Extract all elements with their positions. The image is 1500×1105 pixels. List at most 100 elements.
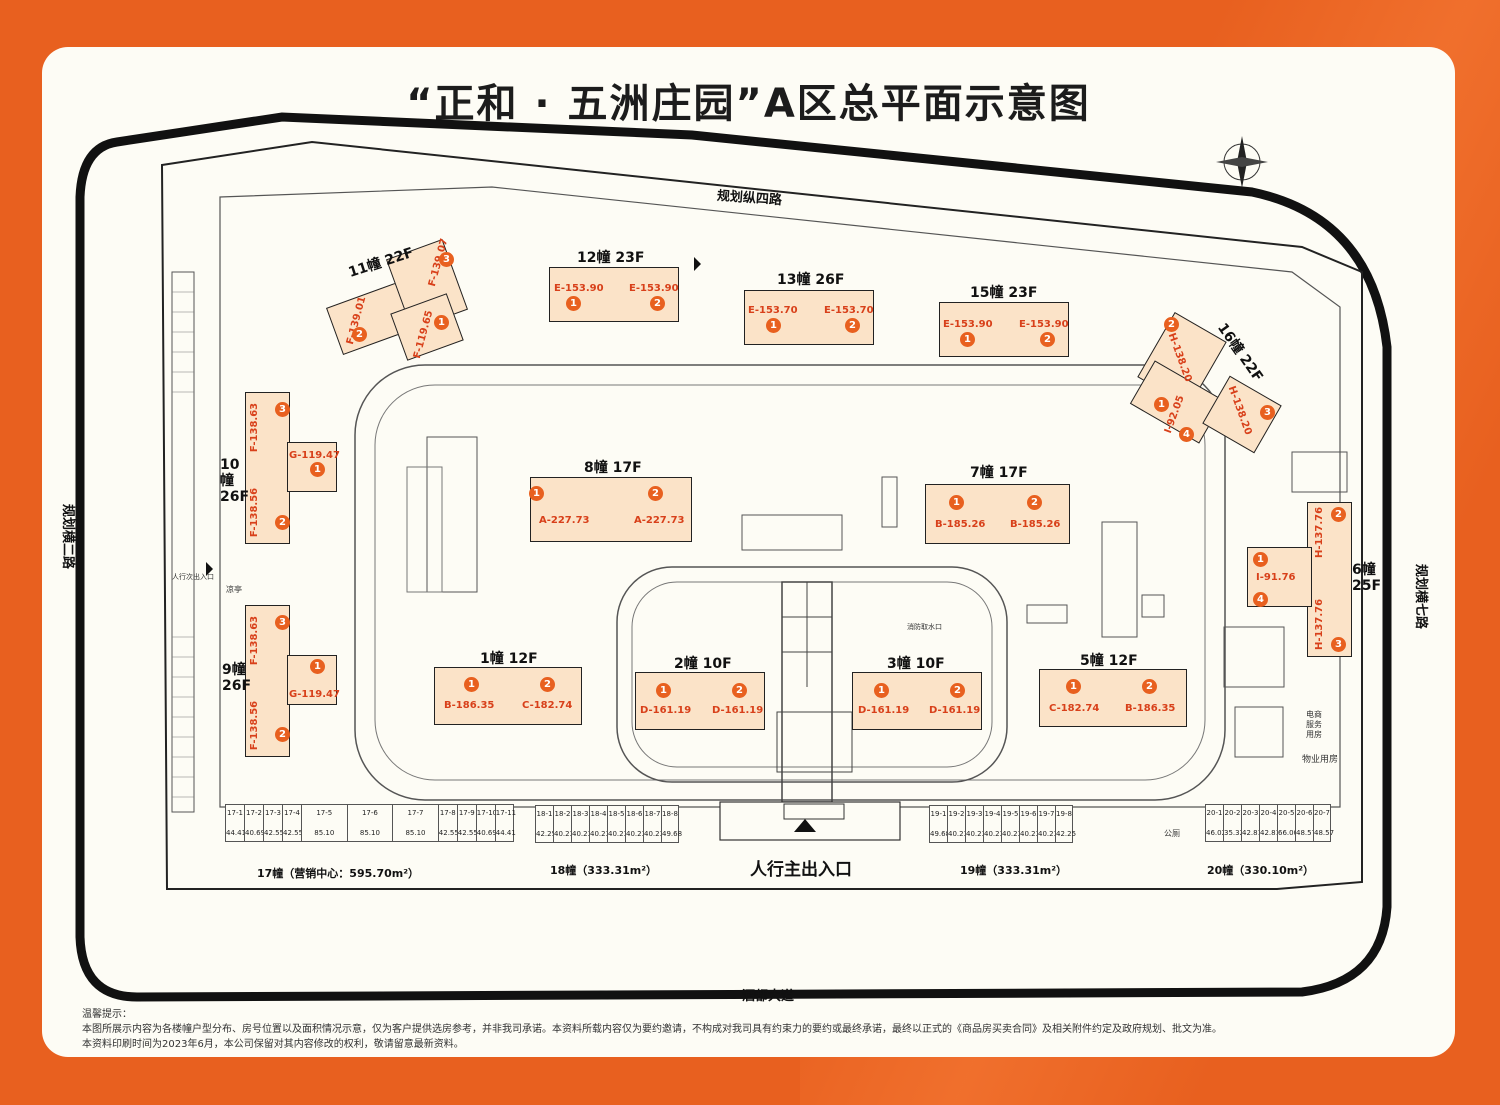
shop-unit-code: 19-6	[1020, 810, 1037, 818]
shop-unit-area: 40.23	[1038, 830, 1059, 838]
site-plan-lines	[75, 112, 1392, 1002]
building-8[interactable]	[530, 477, 692, 542]
building-8-unit-1: A-227.73	[539, 515, 590, 526]
building-15-name: 15幢 23F	[970, 285, 1038, 301]
building-6[interactable]	[1307, 502, 1352, 657]
main-entrance-label: 人行主出入口	[750, 860, 852, 880]
unit-badge: 1	[1154, 397, 1169, 412]
shop-unit-area: 44.41	[226, 829, 247, 837]
shop-unit-area: 48.57	[1296, 829, 1317, 837]
building-5-unit-2: B-186.35	[1125, 703, 1176, 714]
shop-unit-area: 85.10	[405, 829, 426, 837]
map-card: “正和 · 五洲庄园”A区总平面示意图	[42, 47, 1455, 1057]
shop-unit-area: 40.23	[966, 830, 987, 838]
building-10-unit-2: G-119.47	[289, 450, 340, 461]
shop-unit[interactable]: 19-6 40.23	[1019, 805, 1041, 843]
shop-unit-code: 17-10	[476, 809, 498, 817]
shop-unit-code: 20-2	[1224, 809, 1241, 817]
shop-unit-area: 40.23	[554, 830, 575, 838]
road-south: 酒都大道	[742, 989, 795, 1004]
unit-badge: 4	[1253, 592, 1268, 607]
shop-unit-code: 20-7	[1314, 809, 1330, 817]
unit-badge: 1	[766, 318, 781, 333]
shop-unit[interactable]: 20-6 48.57	[1295, 804, 1317, 842]
building-10-unit-3: F-138.56	[249, 487, 261, 538]
building-2[interactable]	[635, 672, 765, 730]
unit-badge: 1	[960, 332, 975, 347]
unit-badge: 1	[310, 462, 325, 477]
building-3[interactable]	[852, 672, 982, 730]
unit-badge: 3	[1260, 405, 1275, 420]
unit-badge: 2	[950, 683, 965, 698]
shop-unit-code: 17-8	[439, 809, 456, 817]
building-15-unit-2: E-153.90	[1019, 319, 1069, 330]
notes-heading: 温馨提示：	[82, 1009, 132, 1020]
building-7-unit-1: B-185.26	[935, 519, 986, 530]
building-1-unit-2: C-182.74	[522, 700, 573, 711]
shop-unit-code: 19-2	[948, 810, 965, 818]
shop-unit-area: 40.69	[245, 829, 266, 837]
building-7[interactable]	[925, 484, 1070, 544]
building-3-name: 3幢 10F	[887, 656, 945, 672]
shop-unit[interactable]: 20-7 48.57	[1313, 804, 1335, 842]
building-1[interactable]	[434, 667, 582, 725]
building-12[interactable]	[549, 267, 679, 322]
unit-badge: 2	[650, 296, 665, 311]
building-15[interactable]	[939, 302, 1069, 357]
shop-19-name: 19幢（333.31m²）	[960, 864, 1068, 877]
shop-unit-area: 40.23	[590, 830, 611, 838]
shop-unit-code: 18-5	[608, 810, 625, 818]
building-12-name: 12幢 23F	[577, 250, 645, 266]
shop-unit-area: 40.23	[1020, 830, 1041, 838]
building-9-unit-3: F-138.56	[249, 700, 261, 751]
unit-badge: 2	[1142, 679, 1157, 694]
building-6-unit-2: I-91.76	[1256, 572, 1296, 583]
shop-unit-area: 42.25	[1056, 830, 1077, 838]
shop-unit-area: 40.23	[984, 830, 1005, 838]
building-7-unit-2: B-185.26	[1010, 519, 1061, 530]
shop-unit[interactable]: 17-8 42.55	[437, 804, 459, 842]
ecommerce-label: 电商服务用房	[1306, 710, 1322, 739]
unit-badge: 1	[310, 659, 325, 674]
building-13[interactable]	[744, 290, 874, 345]
shop-unit-area: 48.57	[1314, 829, 1335, 837]
shop-unit-code: 20-4	[1260, 809, 1277, 817]
shop-unit-area: 42.55	[438, 829, 459, 837]
building-2-name: 2幢 10F	[674, 656, 732, 672]
unit-badge: 2	[352, 327, 367, 342]
building-5[interactable]	[1039, 669, 1187, 727]
shop-unit-code: 20-6	[1296, 809, 1313, 817]
building-8-unit-2: A-227.73	[634, 515, 685, 526]
